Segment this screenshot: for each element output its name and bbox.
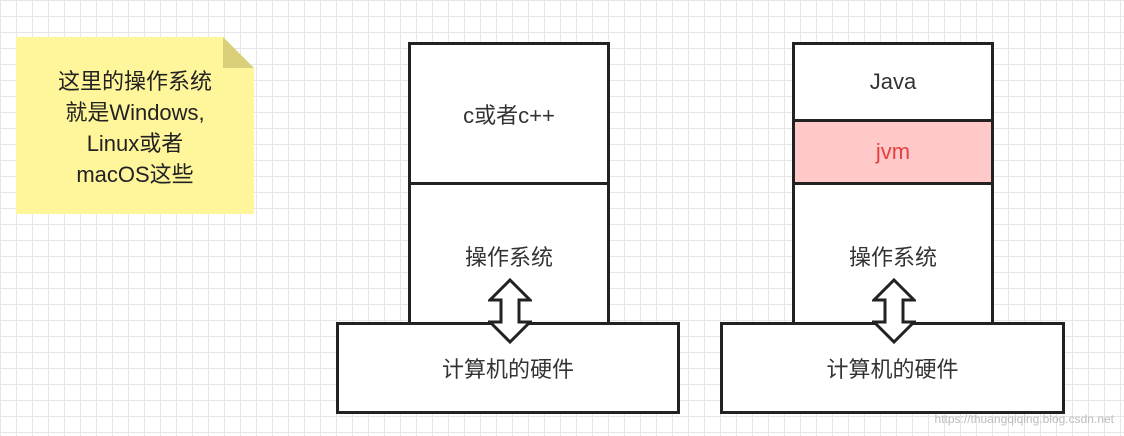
sticky-note: 这里的操作系统 就是Windows, Linux或者 macOS这些 <box>16 37 254 214</box>
note-corner-fold <box>223 37 254 68</box>
left-language-label: c或者c++ <box>463 102 555 128</box>
jvm-box: jvm <box>792 119 994 185</box>
left-language-box: c或者c++ <box>408 42 610 185</box>
right-language-box: Java <box>792 42 994 122</box>
right-os-label: 操作系统 <box>848 245 937 270</box>
watermark: https://thuangqiqing.blog.csdn.net <box>934 412 1114 426</box>
jvm-label: jvm <box>875 139 911 164</box>
right-hardware-label: 计算机的硬件 <box>826 357 959 382</box>
left-hardware-label: 计算机的硬件 <box>441 357 574 382</box>
left-double-arrow-icon <box>488 278 532 344</box>
right-language-label: Java <box>869 69 917 94</box>
note-text: 这里的操作系统 就是Windows, Linux或者 macOS这些 <box>57 68 212 187</box>
right-double-arrow-icon <box>872 278 916 344</box>
left-os-label: 操作系统 <box>464 245 553 270</box>
